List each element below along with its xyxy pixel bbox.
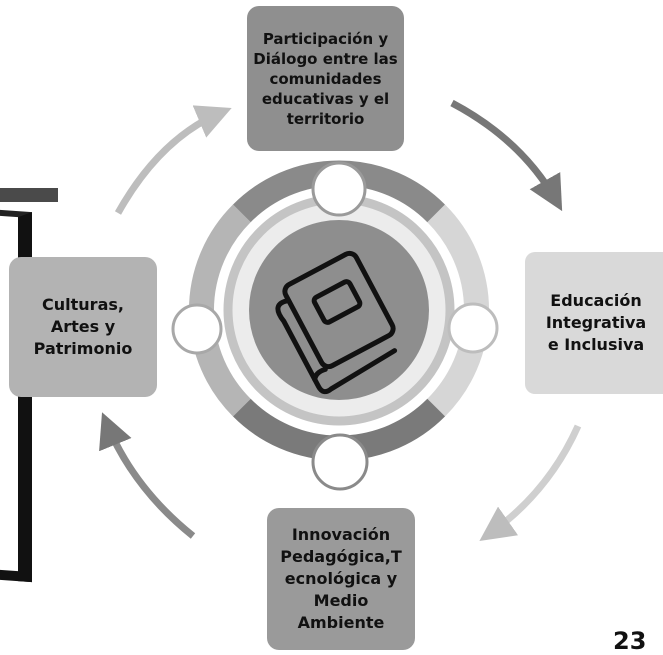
node-innovacion: Innovación Pedagógica,T ecnológica y Med…: [267, 508, 415, 650]
ring-node-left: [171, 303, 223, 355]
book-icon: [275, 250, 398, 395]
node-educacion-label: Educación Integrativa e Inclusiva: [545, 291, 647, 354]
arrow-bottom-to-left: [99, 412, 196, 539]
arrow-top-to-right: [450, 99, 563, 212]
arrow-right-to-bottom: [479, 424, 582, 542]
node-participacion: Participación y Diálogo entre las comuni…: [247, 6, 404, 151]
ring-node-right: [447, 302, 499, 354]
node-culturas: Culturas, Artes y Patrimonio: [9, 257, 157, 397]
node-innovacion-label: Innovación Pedagógica,T ecnológica y Med…: [280, 525, 402, 632]
left-decorative-bar: [0, 188, 58, 202]
node-culturas-label: Culturas, Artes y Patrimonio: [33, 295, 133, 358]
ring-node-bottom: [311, 433, 369, 491]
arrow-left-to-top: [114, 105, 232, 215]
ring-node-top: [311, 161, 367, 217]
page-number: 23: [613, 627, 647, 655]
node-educacion-integrativa: Educación Integrativa e Inclusiva: [525, 252, 663, 394]
node-participacion-label: Participación y Diálogo entre las comuni…: [253, 29, 398, 128]
